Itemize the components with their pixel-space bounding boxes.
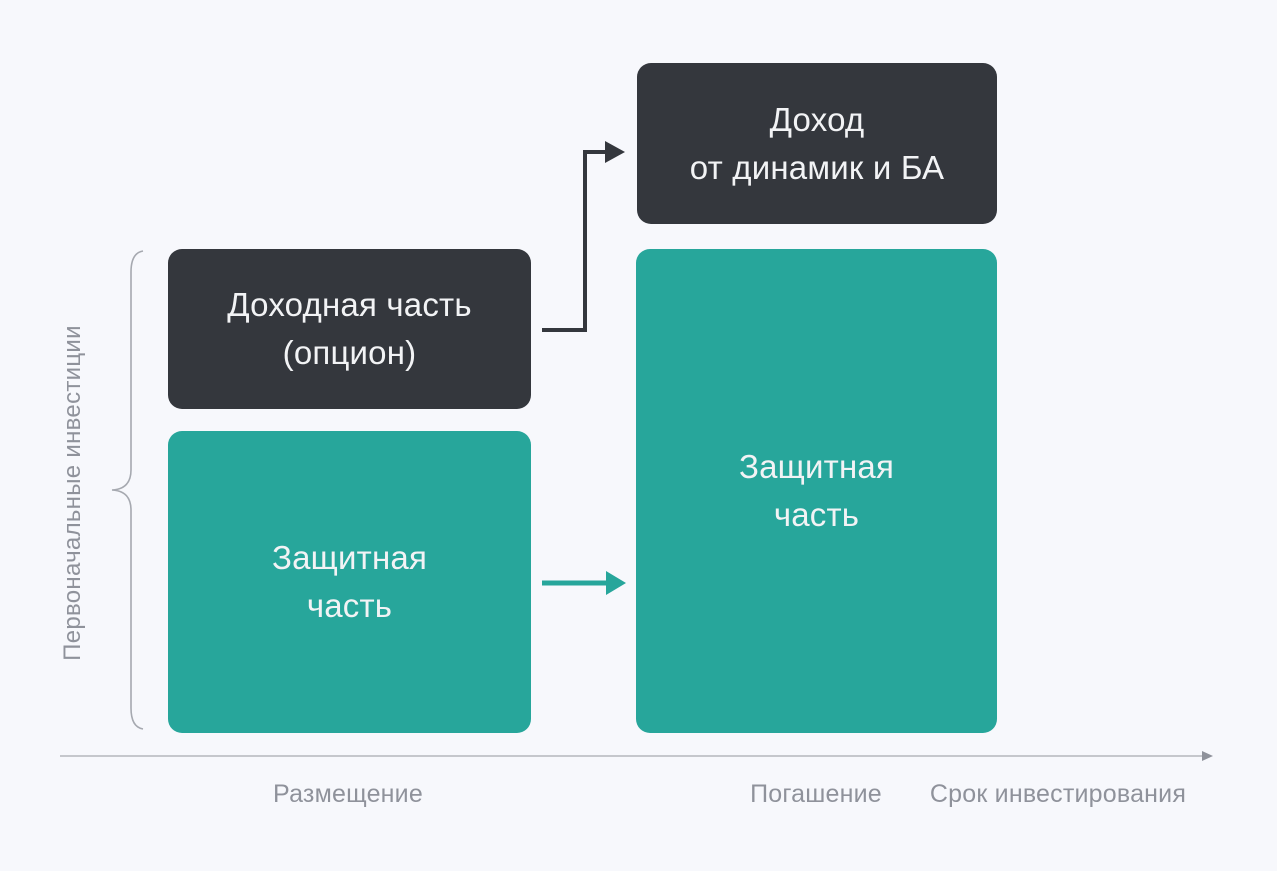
income-result-line1: Доход bbox=[769, 100, 865, 138]
axis-arrow-head-icon bbox=[1202, 751, 1213, 761]
income-part-line1: Доходная часть bbox=[227, 286, 472, 323]
protective-part-right-box: Защитная часть bbox=[636, 249, 997, 733]
elbow-arrow-head-icon bbox=[605, 141, 625, 163]
axis-label-redemption: Погашение bbox=[750, 780, 882, 808]
curly-brace-icon bbox=[111, 250, 144, 730]
income-result-line2: от динамик и БА bbox=[689, 148, 945, 186]
axis-label-placement: Размещение bbox=[273, 780, 423, 808]
initial-investments-label: Первоначальные инвестиции bbox=[59, 325, 86, 661]
flow-arrow-head-icon bbox=[606, 571, 626, 595]
income-part-box: Доходная часть (опцион) bbox=[168, 249, 531, 409]
axis-label-investment-term: Срок инвестирования bbox=[929, 780, 1187, 808]
protective-right-line2: часть bbox=[773, 496, 860, 533]
elbow-arrow-line bbox=[542, 150, 607, 332]
income-result-box: Доход от динамик и БА bbox=[637, 63, 997, 224]
protective-left-line2: часть bbox=[306, 587, 393, 624]
protective-left-line1: Защитная bbox=[271, 539, 428, 576]
protective-right-line1: Защитная bbox=[738, 448, 895, 485]
income-part-line2: (опцион) bbox=[282, 334, 417, 371]
protective-part-left-box: Защитная часть bbox=[168, 431, 531, 733]
